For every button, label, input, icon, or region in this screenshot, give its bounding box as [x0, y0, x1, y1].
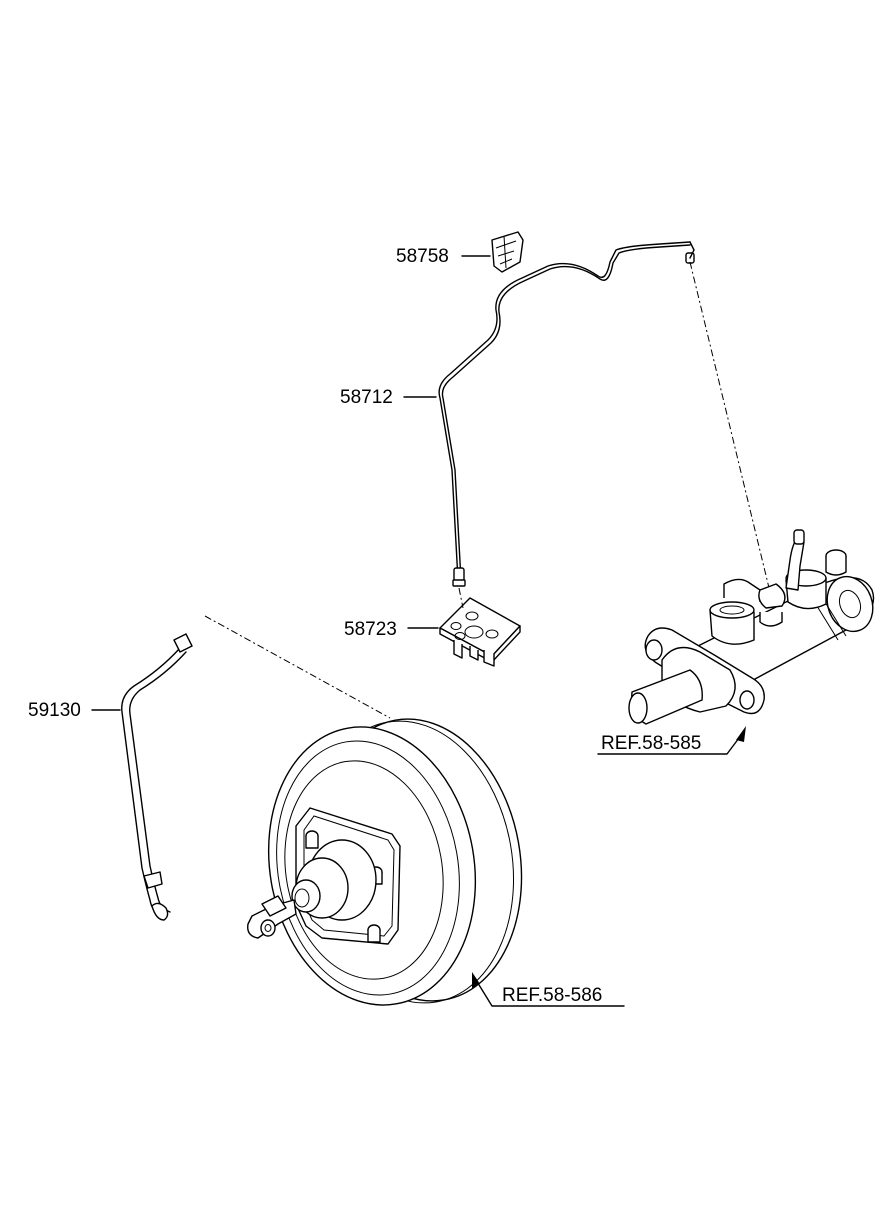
- callout-ref-58-585[interactable]: REF.58-585: [601, 733, 701, 754]
- hose-connection-dash: [204, 615, 391, 719]
- master-cylinder[interactable]: [628, 529, 880, 725]
- ref-58-585-arrow-icon: [736, 726, 746, 742]
- clip-58758[interactable]: [491, 231, 524, 273]
- bracket-dash: [458, 587, 464, 609]
- bracket-58723[interactable]: [439, 597, 521, 667]
- brake-tube-58712[interactable]: [438, 241, 695, 587]
- leader-ref-58-585: [597, 733, 743, 755]
- callout-58758[interactable]: 58758: [396, 246, 449, 267]
- callout-58712[interactable]: 58712: [340, 387, 393, 408]
- callout-58723[interactable]: 58723: [344, 619, 397, 640]
- callout-ref-58-586[interactable]: REF.58-586: [502, 985, 602, 1006]
- ref-58-586-arrow-icon: [472, 972, 480, 988]
- leader-ref-58-586: [475, 979, 625, 1007]
- vacuum-hose-59130[interactable]: [121, 633, 193, 921]
- brake-booster[interactable]: [247, 703, 543, 1022]
- tube-connection-dash: [689, 261, 771, 593]
- callout-59130[interactable]: 59130: [28, 700, 81, 721]
